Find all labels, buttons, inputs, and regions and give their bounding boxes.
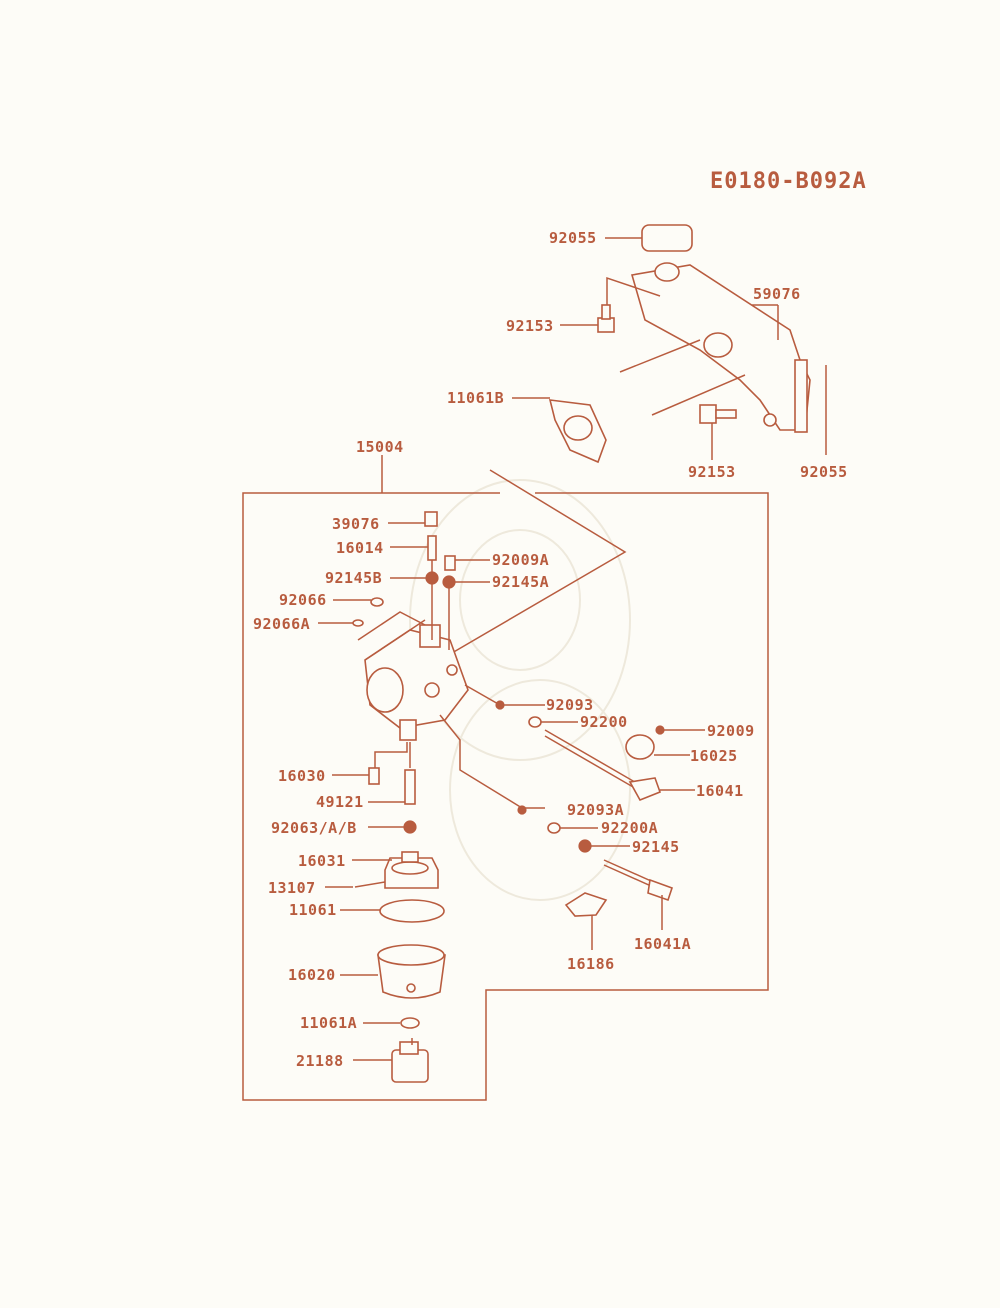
label-16186[interactable]: 16186 <box>567 955 615 973</box>
label-59076[interactable]: 59076 <box>753 285 801 303</box>
washer-92200 <box>528 716 542 728</box>
label-92093A[interactable]: 92093A <box>567 801 624 819</box>
label-13107[interactable]: 13107 <box>268 879 316 897</box>
label-92200[interactable]: 92200 <box>580 713 628 731</box>
float-16031 <box>384 851 439 889</box>
label-16020[interactable]: 16020 <box>288 966 336 984</box>
washer-92066 <box>370 597 384 607</box>
pin-13107 <box>354 881 386 888</box>
spring-92145 <box>578 839 592 853</box>
label-16030[interactable]: 16030 <box>278 767 326 785</box>
screw-92009A <box>444 555 456 571</box>
spring-92145B <box>425 571 439 585</box>
tube-49121 <box>404 769 416 805</box>
gasket-11061 <box>379 899 445 923</box>
label-92145A[interactable]: 92145A <box>492 573 549 591</box>
intake-manifold-59076 <box>619 262 811 433</box>
diagram-code: E0180-B092A <box>710 169 867 194</box>
screw-92009 <box>655 725 665 735</box>
washer-92066A <box>352 619 364 627</box>
gasket-92055-top <box>641 224 693 252</box>
label-92145[interactable]: 92145 <box>632 838 680 856</box>
label-92055-top[interactable]: 92055 <box>549 229 597 247</box>
label-49121[interactable]: 49121 <box>316 793 364 811</box>
label-11061[interactable]: 11061 <box>289 901 337 919</box>
throttle-shaft-16041 <box>544 729 662 802</box>
label-92066[interactable]: 92066 <box>279 591 327 609</box>
choke-shaft-16041A <box>603 859 674 902</box>
washer-92200A <box>547 822 561 834</box>
jet-16030 <box>368 767 380 785</box>
throttle-plate-16025 <box>625 734 655 760</box>
washer-11061A <box>400 1017 420 1029</box>
label-92063AB[interactable]: 92063/A/B <box>271 819 357 837</box>
label-92200A[interactable]: 92200A <box>601 819 658 837</box>
label-11061B[interactable]: 11061B <box>447 389 504 407</box>
spring-92145A <box>442 575 456 589</box>
label-92145B[interactable]: 92145B <box>325 569 382 587</box>
assembly-boundary <box>242 492 769 1101</box>
label-16041[interactable]: 16041 <box>696 782 744 800</box>
label-92093[interactable]: 92093 <box>546 696 594 714</box>
label-92009A[interactable]: 92009A <box>492 551 549 569</box>
label-16025[interactable]: 16025 <box>690 747 738 765</box>
label-16014[interactable]: 16014 <box>336 539 384 557</box>
label-92153-right[interactable]: 92153 <box>688 463 736 481</box>
watermark <box>409 479 631 901</box>
label-92055-right[interactable]: 92055 <box>800 463 848 481</box>
label-11061A[interactable]: 11061A <box>300 1014 357 1032</box>
label-92153-left[interactable]: 92153 <box>506 317 554 335</box>
gasket-11061B <box>548 399 607 464</box>
label-39076[interactable]: 39076 <box>332 515 380 533</box>
carburetor-body <box>364 624 469 741</box>
bolt-92153-right <box>699 404 737 424</box>
seal-92093A <box>517 805 527 815</box>
solenoid-21188 <box>391 1038 429 1083</box>
labels: 92055 59076 92153 11061B 92153 92055 150… <box>253 229 848 1070</box>
float-bowl-16020 <box>377 944 446 999</box>
bolt-92153-left <box>597 304 615 333</box>
label-92066A[interactable]: 92066A <box>253 615 310 633</box>
label-16041A[interactable]: 16041A <box>634 935 691 953</box>
label-15004[interactable]: 15004 <box>356 438 404 456</box>
label-16031[interactable]: 16031 <box>298 852 346 870</box>
label-92009[interactable]: 92009 <box>707 722 755 740</box>
part-39076 <box>424 511 438 527</box>
label-21188[interactable]: 21188 <box>296 1052 344 1070</box>
jet-92063 <box>403 820 417 834</box>
choke-plate-16186 <box>564 892 608 917</box>
